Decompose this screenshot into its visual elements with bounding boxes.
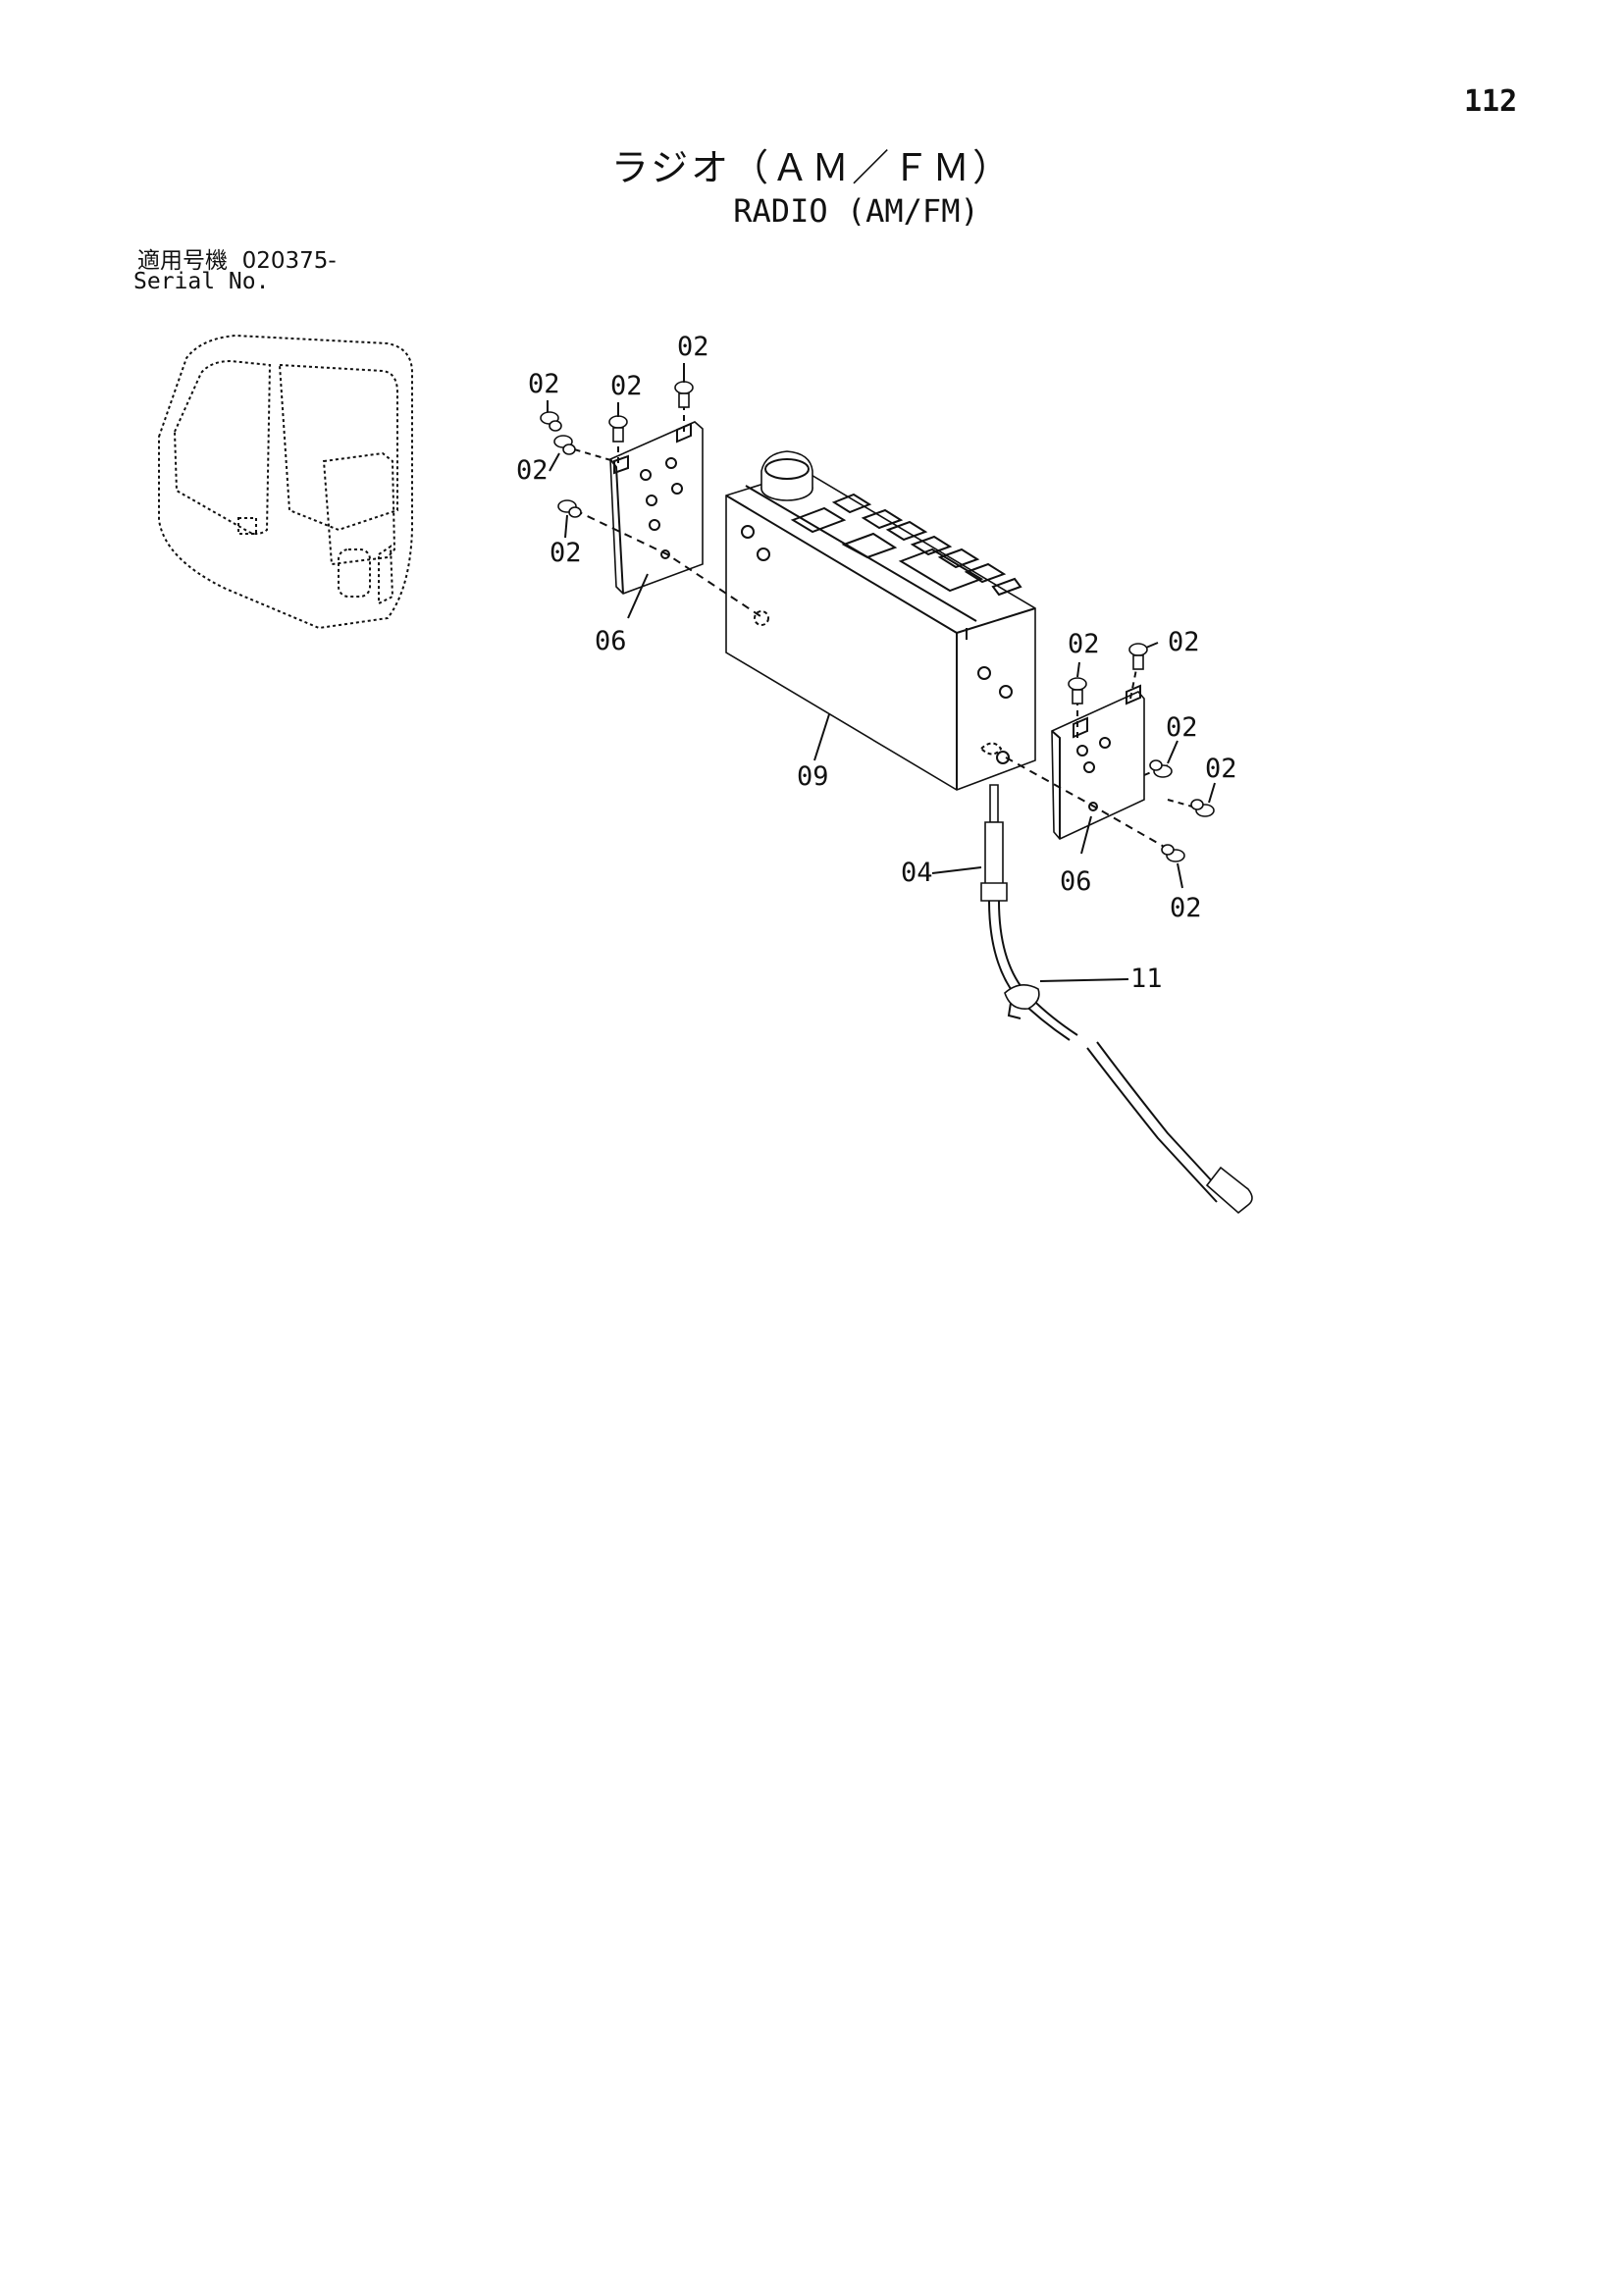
serial-label-english: Serial No. — [133, 269, 270, 294]
screw-hex-head-icon — [557, 499, 582, 518]
left-mounting-bracket — [609, 421, 704, 595]
callout-screw: 02 — [677, 332, 709, 362]
screw-hex-head-icon — [1149, 759, 1173, 778]
callout-bracket: 06 — [1060, 866, 1092, 897]
callout-screw: 02 — [516, 455, 549, 486]
callout-clamp: 11 — [1130, 964, 1163, 994]
serial-number-value: 020375- — [241, 248, 337, 274]
screw-hex-head-icon — [1068, 677, 1087, 704]
radio-unit — [725, 450, 1036, 791]
callout-bracket: 06 — [595, 626, 627, 656]
screw-hex-head-icon — [608, 415, 628, 443]
serial-label-ja-text: 適用号機 — [137, 248, 228, 274]
screw-hex-head-icon — [674, 381, 694, 408]
screw-hex-head-icon — [1161, 844, 1185, 862]
callout-screw: 02 — [1068, 629, 1100, 659]
callout-screw: 02 — [610, 371, 643, 401]
leader-lines — [547, 363, 1216, 982]
callout-screw: 02 — [1170, 893, 1202, 923]
antenna-cable-assembly — [980, 784, 1253, 1215]
serial-label-japanese: 適用号機 020375- — [137, 241, 337, 275]
right-mounting-bracket — [1051, 684, 1145, 840]
screw-hex-head-icon — [540, 411, 562, 432]
callout-screw: 02 — [1205, 754, 1237, 784]
callout-screw: 02 — [528, 369, 560, 399]
callout-screw: 02 — [550, 538, 582, 568]
page-number: 112 — [1464, 84, 1518, 119]
callout-antenna-plug: 04 — [901, 858, 933, 888]
screw-hex-head-icon — [1190, 799, 1215, 817]
cab-location-thumbnail — [158, 334, 413, 630]
screw-hex-head-icon — [1128, 643, 1148, 670]
callout-screw: 02 — [1168, 627, 1200, 657]
callout-radio-unit: 09 — [797, 761, 829, 792]
callout-screw: 02 — [1166, 712, 1198, 743]
page-title-japanese: ラジオ（ＡＭ／ＦＭ） — [610, 146, 1014, 189]
screws — [540, 381, 1215, 862]
callout-labels: 02 02 02 02 02 06 09 02 02 02 02 06 02 0… — [516, 332, 1237, 994]
screw-hex-head-icon — [553, 435, 576, 455]
page-title-english: RADIO (AM/FM) — [733, 192, 979, 230]
